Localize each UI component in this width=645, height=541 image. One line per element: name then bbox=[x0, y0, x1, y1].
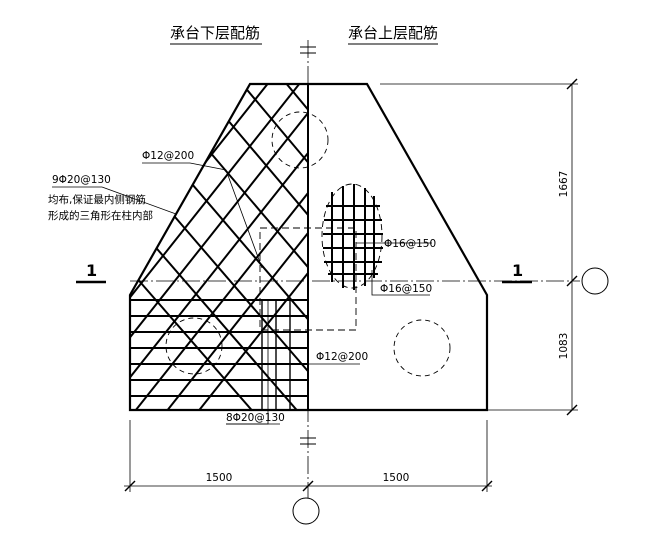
section-marker-right: 1 bbox=[502, 261, 532, 284]
pile-circle-top bbox=[271, 111, 329, 169]
label-rebar-circle-1: Φ16@150 bbox=[384, 238, 436, 250]
section-marker-left: 1 bbox=[76, 261, 106, 284]
dim-left-width: 1500 bbox=[206, 472, 233, 484]
label-rebar-diag-top: Φ12@200 bbox=[142, 150, 194, 162]
label-rebar-corner: 9Φ20@130 bbox=[52, 174, 111, 186]
axis-bubble-bottom bbox=[292, 497, 320, 525]
title-top-layer: 承台上层配筋 bbox=[348, 24, 438, 42]
axis-bubble-right bbox=[581, 267, 609, 295]
vertical-dimension bbox=[380, 78, 578, 416]
column-outline bbox=[259, 227, 357, 331]
pile-circle-right bbox=[393, 319, 451, 377]
top-layer-rebar bbox=[321, 183, 383, 290]
horizontal-dimension bbox=[124, 420, 493, 492]
title-bottom-layer: 承台下层配筋 bbox=[170, 24, 260, 42]
svg-text:1: 1 bbox=[86, 261, 97, 280]
dim-lower-height: 1083 bbox=[558, 333, 570, 360]
svg-text:1: 1 bbox=[512, 261, 523, 280]
label-rebar-bottom: 8Φ20@130 bbox=[226, 412, 285, 424]
bottom-layer-rebar bbox=[130, 84, 308, 410]
leaders bbox=[52, 162, 432, 425]
label-rebar-circle-2: Φ16@150 bbox=[380, 283, 432, 295]
dim-right-width: 1500 bbox=[383, 472, 410, 484]
dim-upper-height: 1667 bbox=[558, 171, 570, 198]
label-rebar-vertical: Φ12@200 bbox=[316, 351, 368, 363]
pile-circle-left bbox=[165, 317, 223, 375]
note-line-2: 形成的三角形在柱内部 bbox=[48, 209, 153, 222]
note-line-1: 均布,保证最内侧钢筋 bbox=[48, 193, 146, 206]
